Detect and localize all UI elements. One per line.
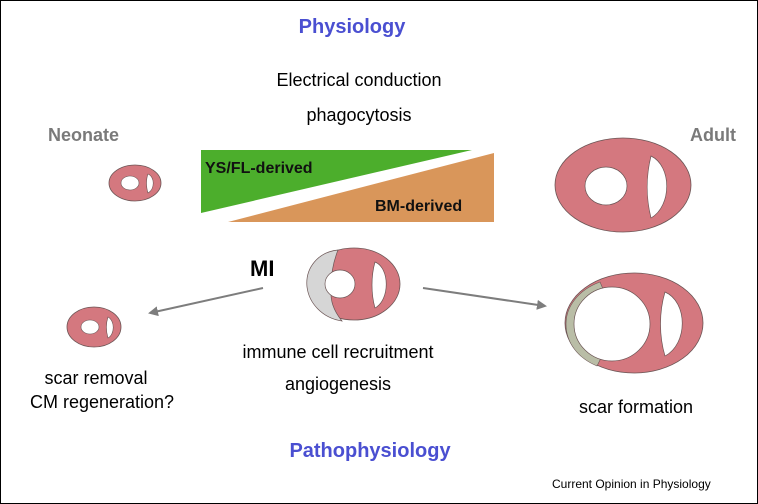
adult-scarred-heart	[564, 272, 704, 374]
scar-formation-label: scar formation	[578, 397, 694, 417]
neonate-label: Neonate	[48, 125, 120, 145]
electrical-conduction-label: Electrical conduction	[276, 70, 442, 90]
pathophysiology-title: Pathophysiology	[289, 440, 451, 462]
phagocytosis-label: phagocytosis	[306, 105, 412, 125]
scar-removal-label: scar removal	[44, 368, 148, 388]
mi-heart	[306, 247, 401, 322]
angiogenesis-label: angiogenesis	[284, 374, 392, 394]
journal-credit: Current Opinion in Physiology	[552, 477, 711, 491]
ys-fl-derived-label: YS/FL-derived	[205, 160, 313, 177]
neonate-heart	[108, 164, 162, 202]
adult-heart	[554, 137, 692, 233]
ys-fl-derived-wedge	[201, 150, 472, 213]
cm-regeneration-label: CM regeneration?	[29, 392, 175, 412]
physiology-title: Physiology	[298, 16, 406, 38]
arrow-to-adult	[422, 287, 547, 310]
mi-label: MI	[250, 256, 275, 281]
bm-derived-label: BM-derived	[375, 198, 463, 215]
adult-label: Adult	[690, 125, 736, 145]
arrow-to-neonate	[148, 287, 264, 317]
neonate-regenerated-heart	[66, 306, 122, 348]
immune-cell-recruitment-label: immune cell recruitment	[242, 342, 434, 362]
bm-derived-wedge	[228, 153, 494, 222]
